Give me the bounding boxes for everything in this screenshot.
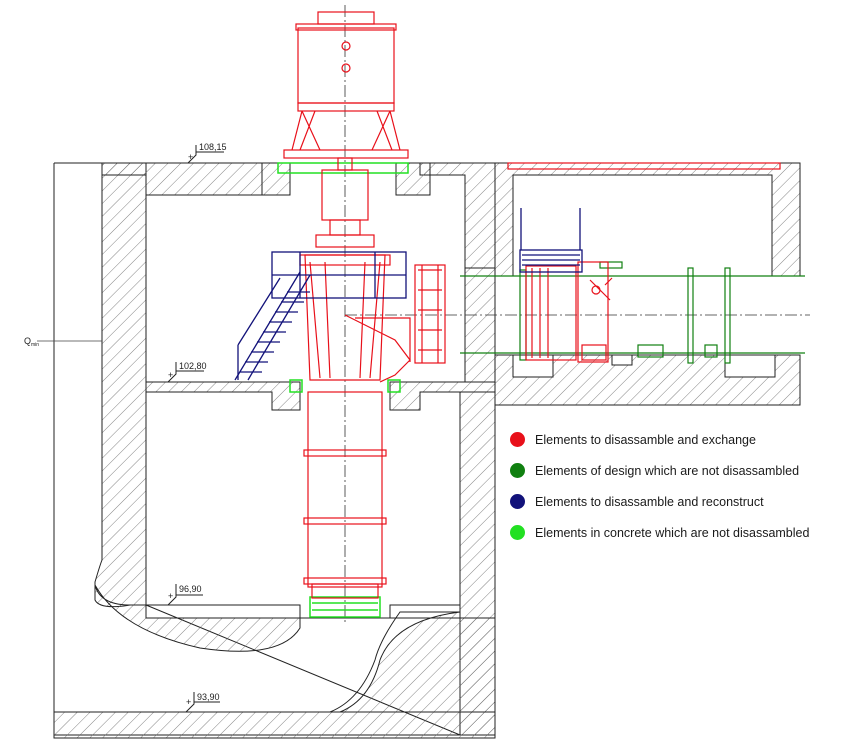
left-outer-wall bbox=[94, 162, 147, 608]
svg-text:+: + bbox=[168, 591, 173, 601]
legend-item-reconstruct: Elements to disassamble and reconstruct bbox=[510, 486, 840, 517]
mid-slab bbox=[145, 381, 301, 411]
motor-housing bbox=[297, 27, 395, 104]
elevation-bottom-label: 93,90 bbox=[197, 692, 220, 702]
right-shaft-wall bbox=[464, 267, 496, 383]
top-collar-right bbox=[395, 162, 431, 196]
legend-label: Elements in concrete which are not disas… bbox=[535, 525, 810, 540]
legend-item-exchange: Elements to disassamble and exchange bbox=[510, 424, 840, 455]
elevation-upper-floor-label: 102,80 bbox=[179, 361, 207, 371]
legend-dot-navy bbox=[510, 494, 525, 509]
legend-dot-dark-green bbox=[510, 463, 525, 478]
column-pipe bbox=[307, 391, 383, 588]
draft-tube-hatch bbox=[94, 584, 301, 652]
svg-text:+: + bbox=[186, 697, 191, 707]
svg-text:min: min bbox=[31, 342, 39, 348]
bottom-slab bbox=[53, 711, 496, 739]
top-slab-right bbox=[419, 162, 496, 269]
elevation-marker-upper-floor: + 102,80 bbox=[167, 361, 207, 383]
elevation-marker-top: + 108,15 bbox=[187, 142, 227, 164]
svg-text:+: + bbox=[188, 152, 193, 162]
elevation-top-label: 108,15 bbox=[199, 142, 227, 152]
top-collar-left bbox=[261, 162, 291, 196]
legend-label: Elements of design which are not disassa… bbox=[535, 463, 800, 478]
legend-label: Elements to disassamble and reconstruct bbox=[535, 494, 764, 509]
elevation-marker-bottom: + 93,90 bbox=[185, 692, 220, 713]
legend-item-design: Elements of design which are not disassa… bbox=[510, 455, 840, 486]
legend-dot-light-green bbox=[510, 525, 525, 540]
concrete-structure bbox=[53, 162, 496, 739]
water-level-mark: Q min bbox=[24, 336, 102, 348]
reconstruct-elements bbox=[234, 208, 583, 381]
elevation-lower-floor-label: 96,90 bbox=[179, 584, 202, 594]
gallery-structure bbox=[494, 162, 801, 406]
crane-rail bbox=[507, 162, 781, 170]
color-legend: Elements to disassamble and exchange Ele… bbox=[510, 424, 840, 548]
legend-dot-red bbox=[510, 432, 525, 447]
svg-text:Q: Q bbox=[24, 336, 31, 346]
legend-item-concrete: Elements in concrete which are not disas… bbox=[510, 517, 840, 548]
svg-text:+: + bbox=[168, 370, 173, 380]
design-pipe bbox=[460, 261, 805, 364]
embedded-parts bbox=[277, 162, 409, 618]
access-stairs bbox=[234, 271, 311, 381]
discharge-flange bbox=[414, 264, 446, 364]
exchange-elements bbox=[283, 11, 781, 599]
legend-label: Elements to disassamble and exchange bbox=[535, 432, 756, 447]
draft-tube-curve bbox=[339, 611, 496, 713]
elevation-marker-lower-floor: + 96,90 bbox=[167, 584, 203, 606]
valve-body bbox=[525, 265, 577, 361]
